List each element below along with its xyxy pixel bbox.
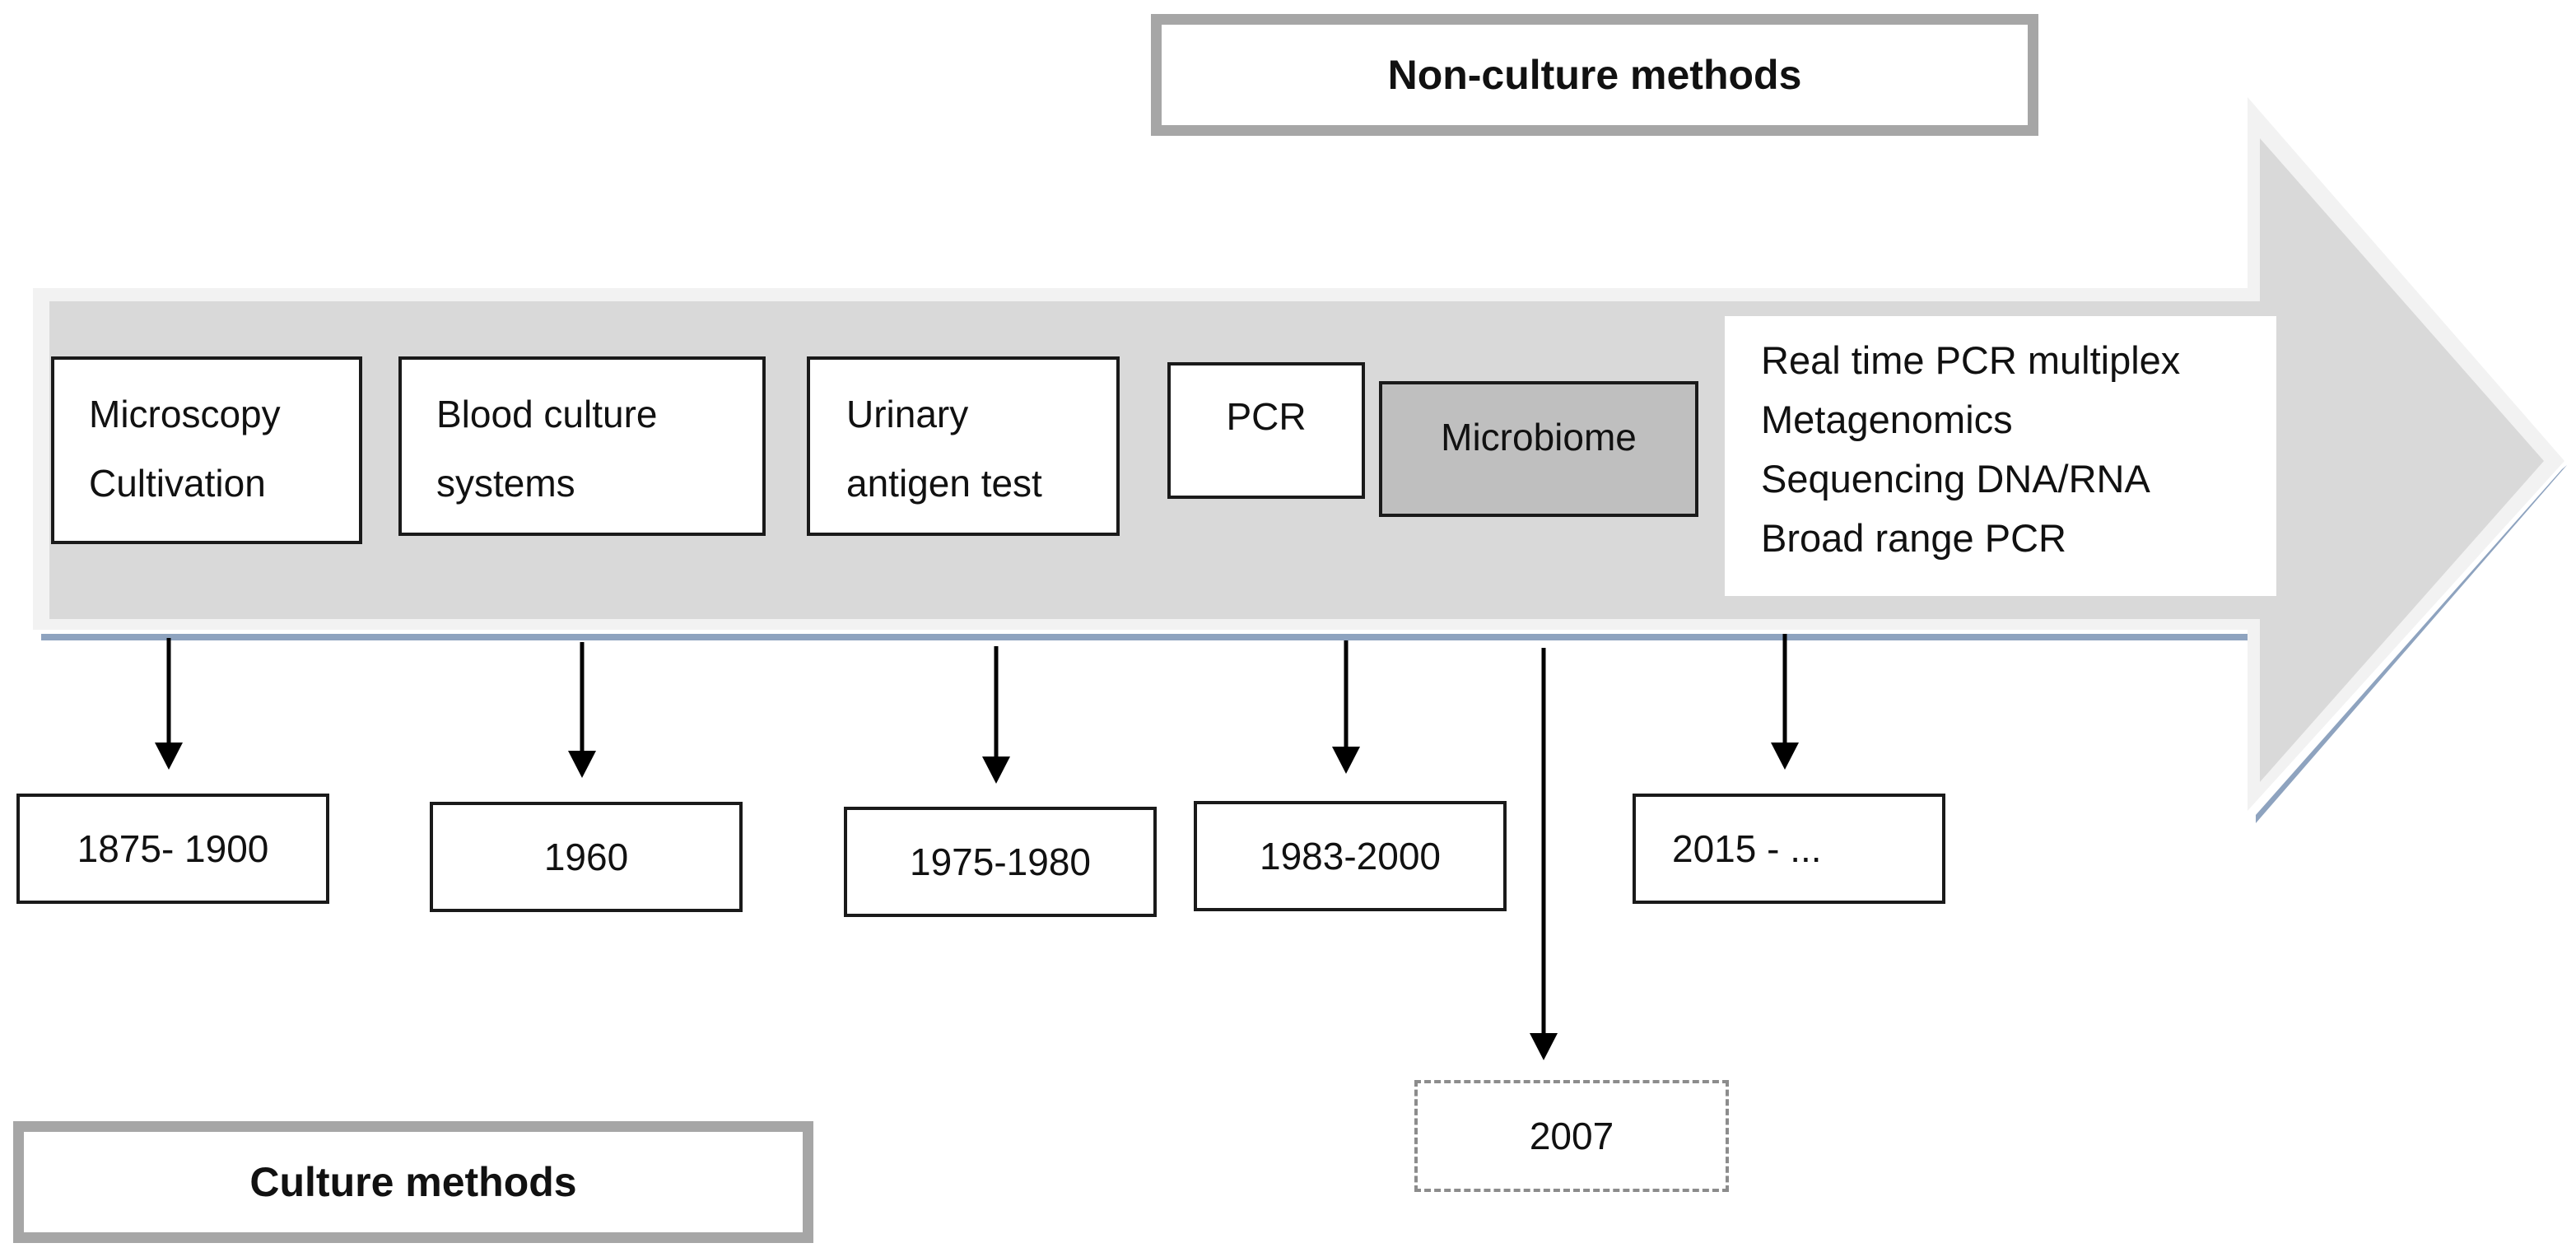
arrowhead-1875 [155, 743, 183, 770]
method-line: systems [436, 462, 575, 505]
method-line: Cultivation [89, 462, 266, 505]
arrowhead-1960 [568, 751, 596, 778]
year-box-1875: 1875- 1900 [16, 794, 329, 904]
method-line: Microscopy [89, 393, 281, 435]
method-line: Metagenomics [1761, 398, 2013, 441]
arrowhead-1983 [1332, 747, 1360, 774]
year-label: 1875- 1900 [77, 827, 269, 870]
method-line: Urinary [846, 393, 969, 435]
method-box-microscopy: Microscopy Cultivation [51, 356, 362, 544]
year-box-2015: 2015 - ... [1633, 794, 1945, 904]
year-label: 1983-2000 [1260, 835, 1441, 878]
method-box-molecular-methods: Real time PCR multiplex Metagenomics Seq… [1725, 316, 2276, 596]
year-box-1960: 1960 [430, 802, 743, 912]
method-line: PCR [1226, 395, 1307, 438]
arrowhead-2015 [1771, 743, 1799, 770]
method-line: Microbiome [1441, 416, 1637, 459]
culture-methods-label: Culture methods [13, 1121, 813, 1243]
culture-methods-text: Culture methods [249, 1159, 577, 1205]
year-label: 1975-1980 [910, 840, 1091, 883]
year-label: 2007 [1529, 1115, 1614, 1157]
non-culture-methods-label: Non-culture methods [1151, 14, 2038, 136]
arrowhead-1975 [982, 757, 1010, 784]
arrowhead-2007 [1530, 1033, 1558, 1060]
method-line: Broad range PCR [1761, 516, 2066, 560]
method-box-microbiome: Microbiome [1379, 381, 1698, 517]
non-culture-methods-text: Non-culture methods [1387, 52, 1802, 98]
method-box-urinary-antigen: Urinary antigen test [807, 356, 1120, 536]
year-label: 2015 - ... [1672, 827, 1822, 870]
method-line: Real time PCR multiplex [1761, 338, 2181, 382]
connector-arrows [155, 634, 1799, 1060]
method-box-blood-culture: Blood culture systems [398, 356, 766, 536]
method-line: antigen test [846, 462, 1042, 505]
year-box-1975: 1975-1980 [844, 807, 1157, 917]
year-box-2007: 2007 [1414, 1080, 1729, 1192]
year-box-1983: 1983-2000 [1194, 801, 1507, 911]
method-line: Blood culture [436, 393, 658, 435]
method-box-pcr: PCR [1167, 362, 1365, 499]
year-label: 1960 [543, 836, 629, 878]
method-line: Sequencing DNA/RNA [1761, 457, 2150, 500]
